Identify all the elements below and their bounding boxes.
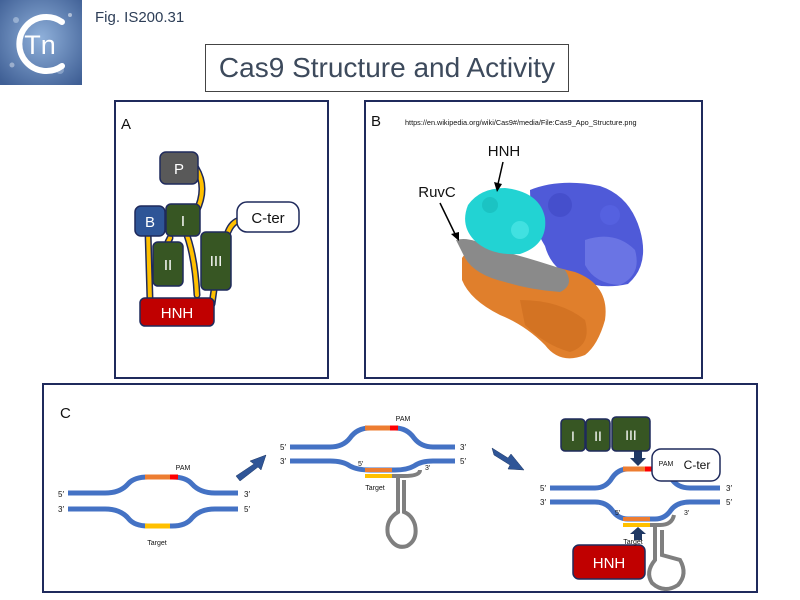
stage3-domain-hnh-label: HNH [593, 555, 626, 572]
stage1-top-left-end: 5′ [58, 490, 64, 499]
stage3-domain-i [560, 418, 586, 452]
stage-1-dna-bubble [68, 474, 238, 529]
stage3-domain-cter-label: C-ter [684, 458, 711, 472]
stage3-bottom-left-end: 3′ [540, 498, 546, 507]
stage3-domain-iii [611, 416, 651, 452]
stage3-top-right-end: 3′ [726, 484, 732, 493]
domain-iii-label: III [210, 253, 223, 270]
domain-b [134, 205, 166, 237]
panel-b [364, 100, 703, 379]
stage2-target-label: Target [365, 485, 385, 492]
panel-a [114, 100, 329, 379]
cleavage-arrow-bottom [630, 527, 646, 540]
step-arrow-1 [235, 454, 267, 482]
stage3-guide-5-end: 5′ [615, 510, 621, 517]
stage2-bottom-left-end: 3′ [280, 457, 286, 466]
stage3-guide-3-end: 3′ [684, 510, 690, 517]
stage3-domain-ii-label: II [594, 428, 602, 444]
hnh-annotation: HNH [488, 143, 521, 160]
stage2-guide-5-end: 5′ [358, 461, 364, 468]
stage3-top-left-end: 5′ [540, 484, 546, 493]
stage3-domain-i-label: I [571, 428, 575, 444]
figure-label: Fig. IS200.31 [95, 9, 185, 26]
domain-iii [200, 231, 232, 291]
domain-ii-label: II [164, 257, 172, 274]
stage3-domain-cter [651, 448, 721, 482]
stage3-domain-ii [585, 418, 611, 452]
panel-b-label: B [371, 113, 382, 130]
stage3-pam-label: PAM [659, 461, 674, 468]
ruvc-pointer-arrow [439, 202, 457, 237]
stage1-bottom-left-end: 3′ [58, 505, 64, 514]
stage2-bottom-right-end: 5′ [460, 457, 466, 466]
panel-a-label: A [121, 116, 132, 133]
page-title: Cas9 Structure and Activity [205, 44, 569, 92]
domain-hnh-label: HNH [161, 305, 194, 322]
tn-logo: Tn [0, 0, 82, 85]
domain-i [165, 203, 201, 237]
stage3-domain-hnh [572, 544, 646, 580]
domain-p [159, 151, 199, 185]
ruvc-annotation: RuvC [418, 184, 456, 201]
domain-cter-label: C-ter [251, 210, 284, 227]
panel-c-label: C [60, 405, 71, 422]
stage3-bottom-right-end: 5′ [726, 498, 732, 507]
stage2-pam-label: PAM [396, 416, 411, 423]
domain-ii [152, 241, 184, 287]
stage-2-dna-bubble [290, 425, 455, 473]
domain-cter [236, 201, 300, 233]
logo-text: Tn [24, 30, 56, 60]
domain-i-label: I [181, 213, 185, 230]
stage2-guide-3-end: 3′ [425, 465, 431, 472]
step-arrow-2 [491, 447, 525, 471]
stage2-top-right-end: 3′ [460, 443, 466, 452]
domain-hnh [139, 297, 215, 327]
domain-p-label: P [174, 161, 184, 178]
stage2-top-left-end: 5′ [280, 443, 286, 452]
stage1-pam-label: PAM [176, 465, 191, 472]
domain-b-label: B [145, 214, 155, 231]
stage1-bottom-right-end: 5′ [244, 505, 250, 514]
cleavage-arrow-top [630, 451, 646, 466]
hnh-pointer-arrow [497, 161, 504, 185]
stage3-domain-iii-label: III [625, 427, 637, 443]
stage1-target-label: Target [147, 540, 167, 547]
stage3-target-label: Target [623, 539, 643, 546]
panel-c [42, 383, 758, 593]
image-source-url: https://en.wikipedia.org/wiki/Cas9#/medi… [405, 118, 637, 127]
stage1-top-right-end: 3′ [244, 490, 250, 499]
